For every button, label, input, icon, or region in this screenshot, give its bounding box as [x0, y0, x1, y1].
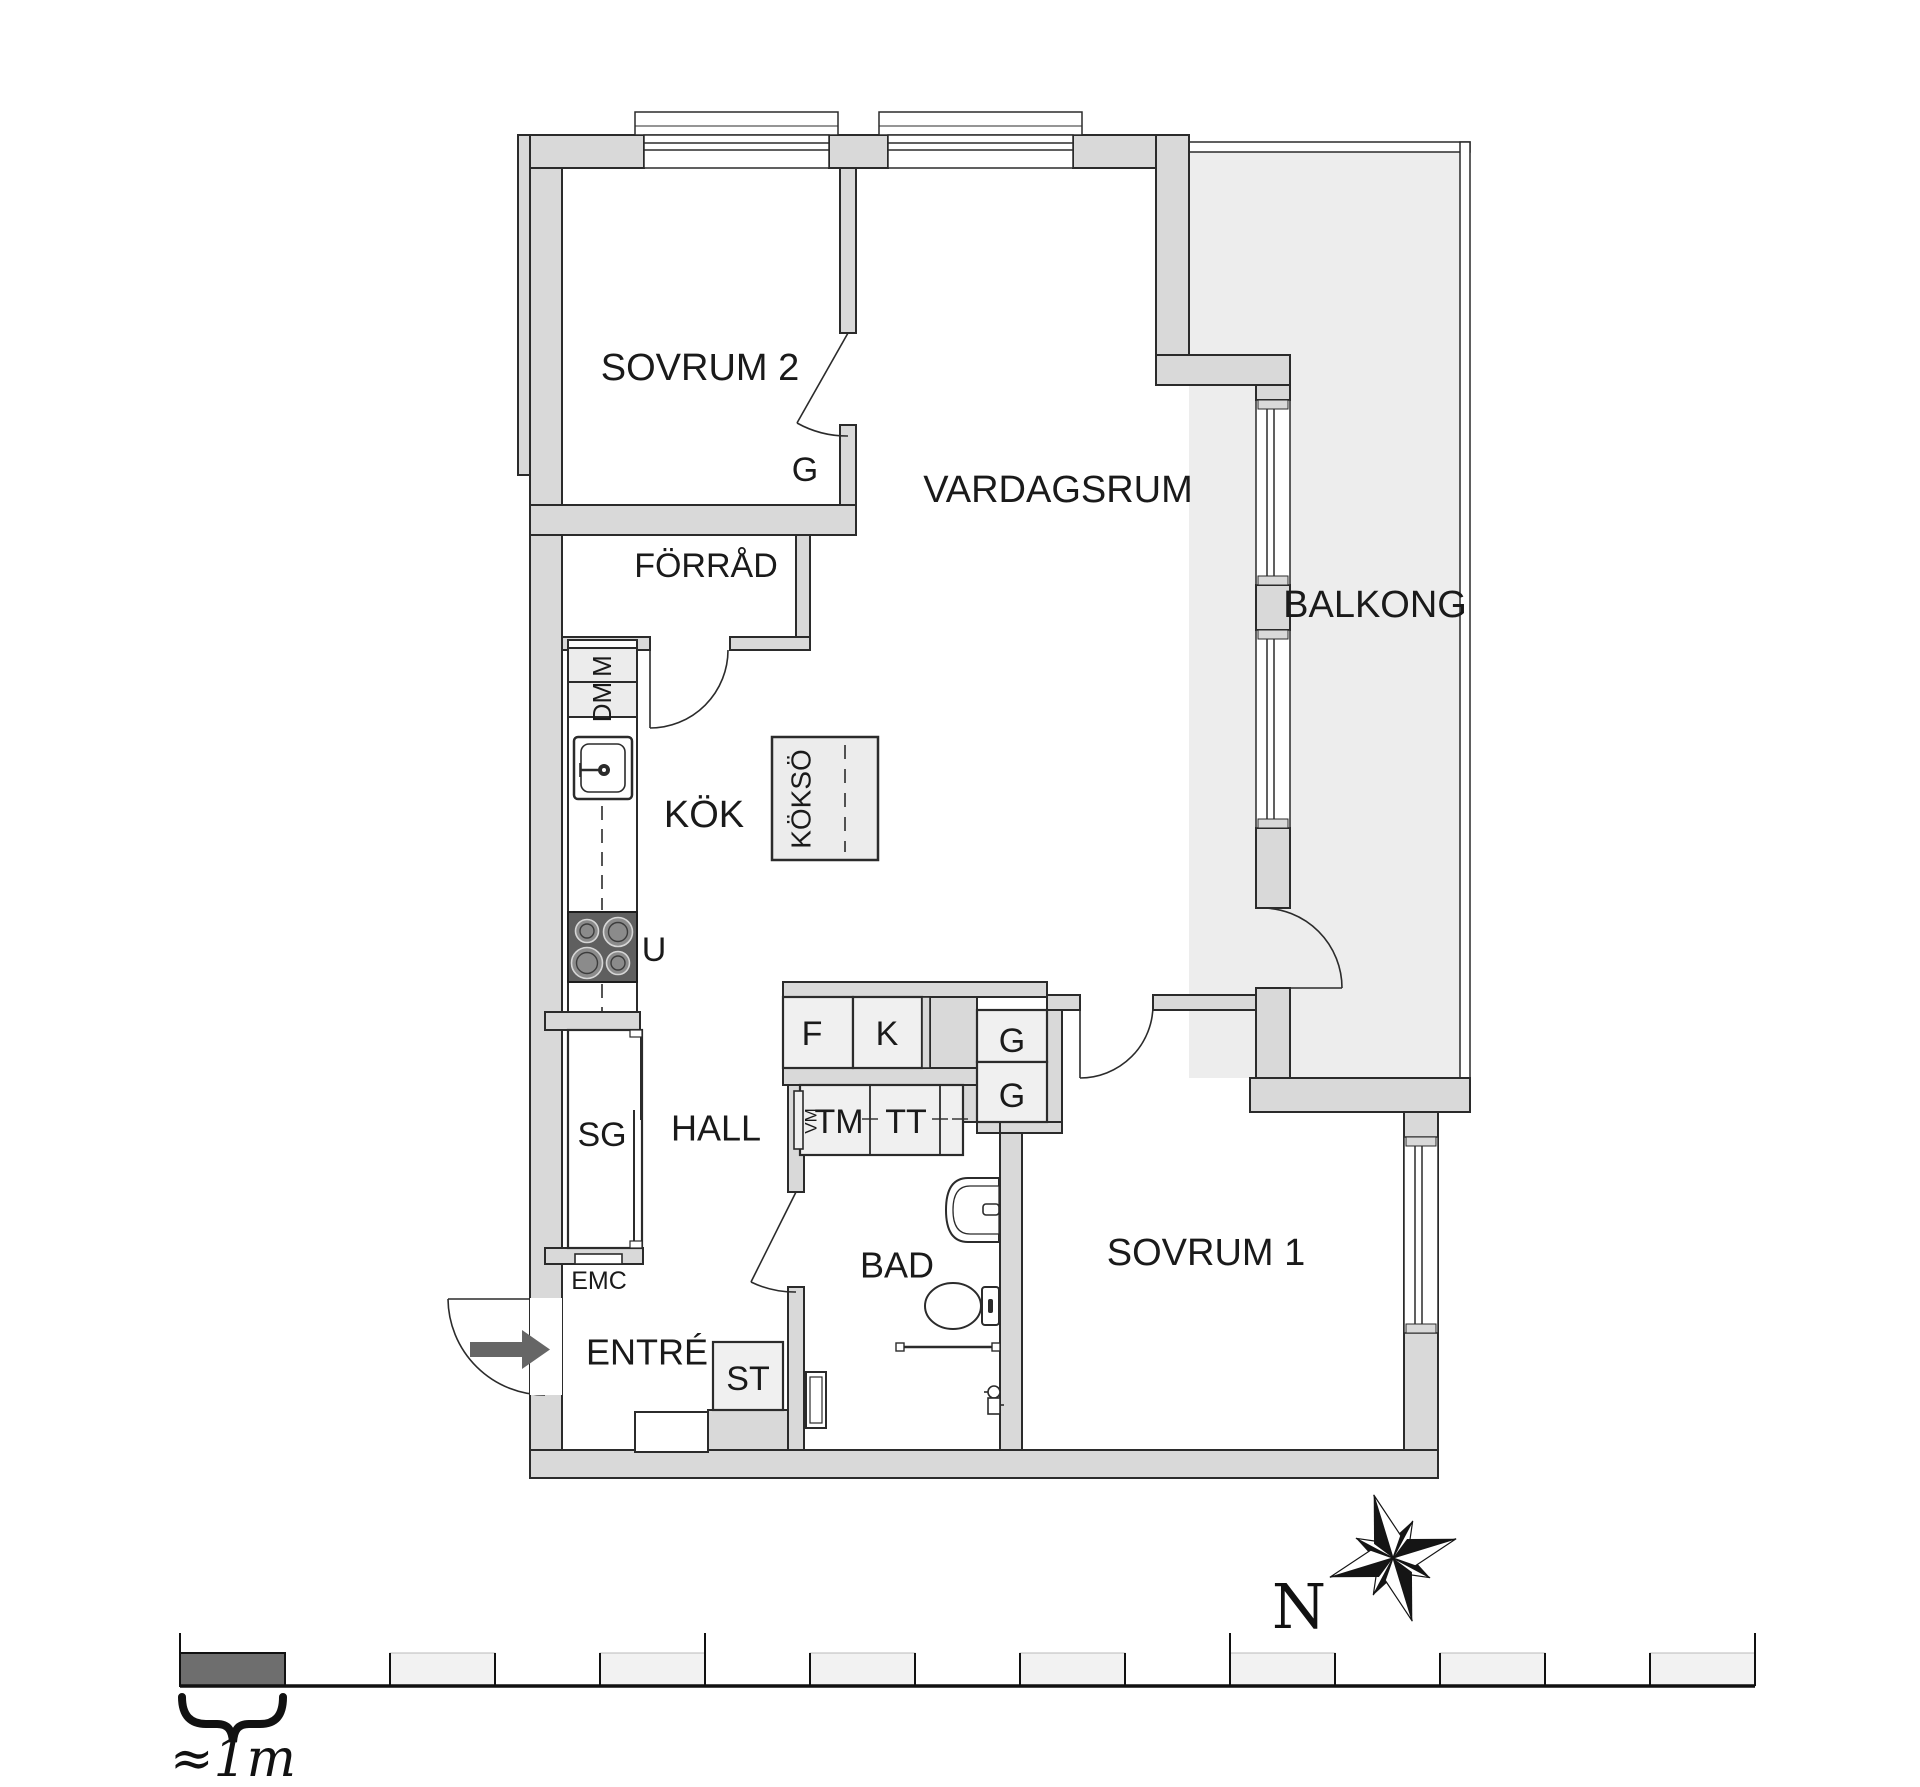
scale-bar	[179, 1633, 1756, 1688]
label-tt: TT	[885, 1103, 927, 1141]
fridge-box	[781, 995, 855, 1070]
label-sovrum1: SOVRUM 1	[1107, 1232, 1305, 1274]
window-balcony-upper	[1255, 399, 1291, 586]
label-sg: SG	[577, 1116, 626, 1154]
compass-rose	[1325, 1490, 1461, 1626]
label-hall: HALL	[671, 1108, 761, 1149]
appliance-dm-box	[567, 681, 638, 718]
balcony-floor	[1188, 141, 1471, 1113]
label-balkong: BALKONG	[1283, 584, 1467, 626]
label-tm: TM	[814, 1103, 863, 1141]
washbasin-icon	[944, 1177, 1000, 1243]
entry-niche	[634, 1411, 709, 1453]
freezer-box	[851, 995, 924, 1070]
entry-arrow-icon	[470, 1330, 550, 1369]
floor-drain-icon	[984, 1385, 1004, 1415]
label-g1: G	[999, 1022, 1025, 1060]
toilet-icon	[924, 1282, 1000, 1330]
scale-brace	[178, 1693, 287, 1743]
closet-g1-box	[975, 1008, 1049, 1064]
label-k: K	[876, 1015, 899, 1053]
label-vardagsrum: VARDAGSRUM	[923, 469, 1193, 511]
label-u: U	[642, 931, 667, 969]
label-st: ST	[726, 1360, 769, 1398]
window-vardagsrum	[878, 111, 1083, 169]
closet-st-box	[711, 1340, 785, 1412]
closets	[566, 995, 1049, 1453]
label-g-sovrum2: G	[792, 451, 818, 489]
windows	[634, 111, 1439, 1334]
kitchen-sink-icon	[572, 735, 634, 801]
label-forrad: FÖRRÅD	[634, 547, 778, 585]
window-sovrum2	[634, 111, 839, 169]
laundry-row	[793, 1083, 968, 1157]
wardrobe-sg	[566, 1028, 644, 1250]
compass-north-label: N	[1272, 1570, 1326, 1643]
bath-cabinet-icon	[805, 1371, 827, 1429]
kitchen-island	[770, 735, 880, 862]
label-bad: BAD	[860, 1245, 934, 1286]
label-m: M	[587, 655, 617, 677]
label-g2: G	[999, 1077, 1025, 1115]
shower-rail-icon	[895, 1342, 1001, 1352]
stove-icon	[567, 911, 638, 983]
emc-box	[574, 1253, 623, 1265]
label-vm: VM	[802, 1108, 821, 1134]
label-kokso: KÖKSÖ	[786, 749, 817, 849]
label-emc: EMC	[571, 1267, 627, 1295]
window-balcony-lower	[1255, 629, 1291, 829]
room-labels: SOVRUM 2 VARDAGSRUM BALKONG FÖRRÅD G M DM KÖK KÖ…	[571, 347, 1467, 1398]
bathroom-fixtures	[805, 1177, 1004, 1429]
kitchen	[567, 639, 880, 1013]
closet-g2-box	[975, 1060, 1049, 1124]
window-sovrum1	[1403, 1136, 1439, 1334]
label-kok: KÖK	[664, 794, 744, 836]
label-entre: ENTRÉ	[586, 1332, 708, 1373]
scale-approx-label: ≈1m	[170, 1729, 296, 1787]
label-dm: DM	[587, 682, 617, 722]
label-f: F	[802, 1015, 823, 1053]
label-sovrum2: SOVRUM 2	[601, 347, 799, 389]
